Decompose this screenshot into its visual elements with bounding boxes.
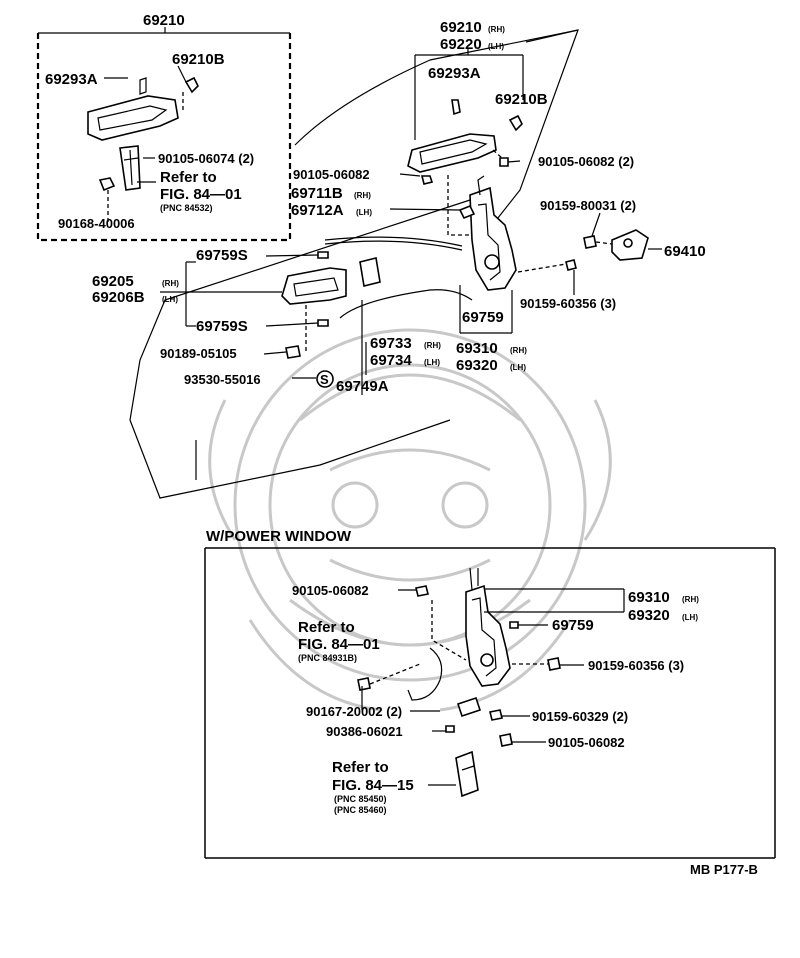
outside-handle-right — [407, 29, 579, 236]
label-69759: 69759 — [462, 309, 504, 326]
label-pw-fig-84-01: FIG. 84—01 — [298, 636, 380, 653]
label-90168-40006: 90168-40006 — [58, 216, 135, 231]
footer-code: MB P177-B — [690, 862, 758, 877]
power-window-box — [204, 547, 776, 859]
label-69206b: 69206B — [92, 289, 145, 306]
label-pw-90167-20002: 90167-20002 (2) — [306, 704, 402, 719]
label-pw-fig-84-15: FIG. 84—15 — [332, 777, 414, 794]
label-pw-refer-to: Refer to — [298, 619, 355, 636]
label-69759s-bottom: 69759S — [196, 318, 248, 335]
label-90105-06082-2: 90105-06082 (2) — [538, 154, 634, 169]
label-pw-90105-06082: 90105-06082 — [292, 583, 369, 598]
label-69712a: 69712A — [291, 202, 344, 219]
label-pw-69310: 69310 — [628, 589, 670, 606]
label-pw-90386-06021: 90386-06021 — [326, 724, 403, 739]
label-pw-pnc-84931b: (PNC 84931B) — [298, 653, 357, 663]
label-69210-rh-sub: (RH) — [488, 25, 505, 34]
label-69293a-right: 69293A — [428, 65, 481, 82]
door-outline — [129, 29, 579, 499]
label-69320: 69320 — [456, 357, 498, 374]
label-69711b: 69711B — [291, 185, 343, 202]
part-labels: 69210 69210B 69293A 90105-06074 (2) Refe… — [45, 12, 758, 877]
label-pw-pnc-85460: (PNC 85460) — [334, 805, 387, 815]
label-90159-60356: 90159-60356 (3) — [520, 296, 616, 311]
label-pw-69759: 69759 — [552, 617, 594, 634]
label-90189-05105: 90189-05105 — [160, 346, 237, 361]
label-93530-55016: 93530-55016 — [184, 372, 261, 387]
label-pw-90105-06082-b: 90105-06082 — [548, 735, 625, 750]
label-pw-69310-sub: (RH) — [682, 595, 699, 604]
label-s-symbol: S — [320, 372, 329, 387]
label-69293a: 69293A — [45, 71, 98, 88]
label-pnc-84532: (PNC 84532) — [160, 203, 213, 213]
door-lock-striker — [517, 212, 662, 295]
label-69759s-top: 69759S — [196, 247, 248, 264]
label-69733-sub: (RH) — [424, 341, 441, 350]
label-pw-69320: 69320 — [628, 607, 670, 624]
label-pw-refer-to-2: Refer to — [332, 759, 389, 776]
label-90105-06082: 90105-06082 — [293, 167, 370, 182]
door-lock-assembly — [458, 175, 517, 334]
label-69210-rh: 69210 — [440, 19, 482, 36]
label-90159-80031: 90159-80031 (2) — [540, 198, 636, 213]
label-69310-sub: (RH) — [510, 346, 527, 355]
label-pw-pnc-85450: (PNC 85450) — [334, 794, 387, 804]
inside-handle-and-rods — [160, 160, 521, 395]
outside-handle-inset — [36, 27, 292, 242]
label-69734-sub: (LH) — [424, 358, 440, 367]
label-fig-84-01: FIG. 84—01 — [160, 186, 242, 203]
label-69733: 69733 — [370, 335, 412, 352]
label-69220-lh: 69220 — [440, 36, 482, 53]
label-69220-lh-sub: (LH) — [488, 42, 504, 51]
label-69711b-sub: (RH) — [354, 191, 371, 200]
label-69210: 69210 — [143, 12, 185, 29]
label-pw-69320-sub: (LH) — [682, 613, 698, 622]
label-69310: 69310 — [456, 340, 498, 357]
label-pw-90159-60329: 90159-60329 (2) — [532, 709, 628, 724]
s-symbol-circle — [316, 370, 334, 388]
label-69210b-right: 69210B — [495, 91, 548, 108]
label-69206b-sub: (LH) — [162, 295, 178, 304]
label-69749a: 69749A — [336, 378, 389, 395]
label-69205-sub: (RH) — [162, 279, 179, 288]
label-69320-sub: (LH) — [510, 363, 526, 372]
label-69210b: 69210B — [172, 51, 225, 68]
label-69734: 69734 — [370, 352, 412, 369]
label-refer-to: Refer to — [160, 169, 217, 186]
label-90105-06074: 90105-06074 (2) — [158, 151, 254, 166]
label-69410: 69410 — [664, 243, 706, 260]
label-power-window-title: W/POWER WINDOW — [206, 528, 352, 545]
label-69712a-sub: (LH) — [356, 208, 372, 217]
label-pw-90159-60356: 90159-60356 (3) — [588, 658, 684, 673]
watermark-emblem — [208, 328, 612, 712]
label-69205: 69205 — [92, 273, 134, 290]
